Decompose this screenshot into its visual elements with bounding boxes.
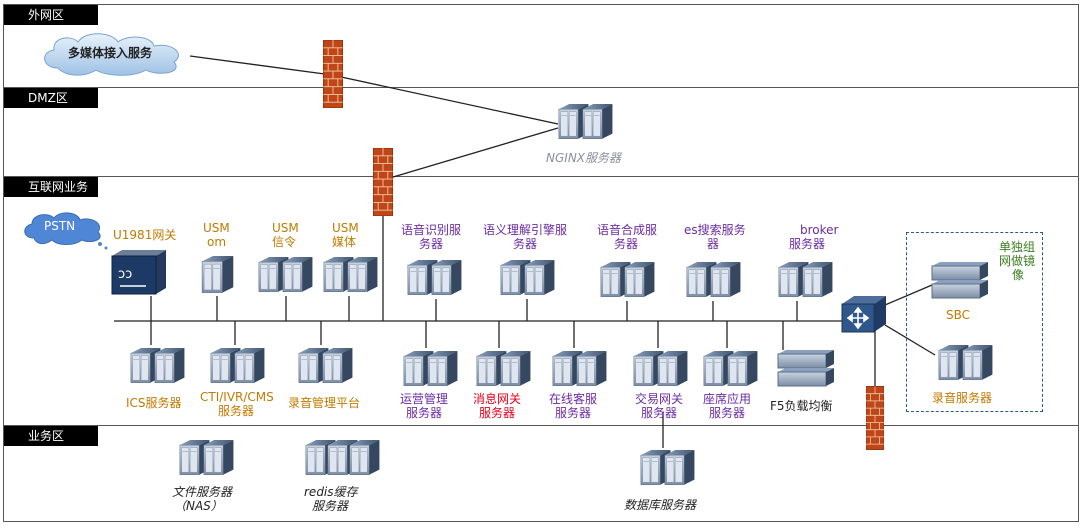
broker-server-icon (778, 261, 833, 298)
ops-mgmt-label-1: 运营管理 (400, 392, 449, 406)
standalone-mirror-label-2: 网做镜 (999, 254, 1036, 268)
core-router-icon (841, 296, 886, 333)
cti-label-1: CTI/IVR/CMS (200, 390, 274, 404)
sbc-label: SBC (946, 308, 971, 322)
es-label-1: es搜索服务 (684, 223, 746, 237)
nginx-label: NGINX服务器 (546, 151, 622, 165)
usm-signal-server-icon (258, 256, 313, 293)
redis-server-icon (305, 439, 380, 476)
recording-server-icon (938, 344, 993, 381)
redis-label-1: redis缓存 (304, 485, 358, 499)
broker-label-2: 服务器 (789, 237, 826, 251)
tts-label-1: 语音合成服 (597, 223, 658, 237)
standalone-mirror-label-3: 像 (1012, 268, 1025, 282)
seat-app-label-2: 服务器 (709, 406, 746, 420)
file-server-icon (179, 439, 234, 476)
rec-mgmt-label: 录音管理平台 (288, 396, 361, 410)
zone-business: 业务区 (3, 425, 1079, 522)
online-cs-label-2: 服务器 (555, 406, 592, 420)
recording-server-label: 录音服务器 (932, 391, 993, 405)
msg-gateway-label-2: 服务器 (479, 406, 516, 420)
trade-gateway-label-1: 交易网关 (635, 392, 684, 406)
pstn-label: PSTN (44, 219, 76, 233)
cloud-icon (24, 212, 108, 250)
multimedia-access-label: 多媒体接入服务 (68, 46, 153, 60)
cti-label-2: 服务器 (218, 404, 255, 418)
usm-media-label-1: USM (332, 221, 359, 235)
ops-mgmt-server-icon (403, 350, 458, 387)
usm-signal-label-1: USM (272, 221, 299, 235)
firewall-icon-business (866, 386, 884, 450)
usm-om-label-1: USM (203, 221, 230, 235)
nlu-server-icon (500, 259, 555, 296)
file-server-label-2: （NAS） (174, 499, 223, 513)
db-server-label: 数据库服务器 (624, 498, 697, 512)
firewall-icon-dmz (373, 148, 393, 216)
usm-om-server-icon (201, 255, 234, 293)
tts-label-2: 务器 (614, 237, 639, 251)
f5-label: F5负载均衡 (770, 399, 833, 413)
redis-label-2: 服务器 (312, 499, 349, 513)
msg-gateway-label-1: 消息网关 (473, 392, 522, 406)
ops-mgmt-label-2: 服务器 (406, 406, 443, 420)
nlu-label-1: 语义理解引擎服 (483, 223, 568, 237)
ics-server-icon (130, 347, 185, 384)
zone-label-external: 外网区 (4, 5, 98, 25)
zone-label-dmz: DMZ区 (4, 88, 98, 108)
db-server-icon (640, 449, 695, 486)
online-cs-label-1: 在线客服 (549, 392, 598, 406)
nlu-label-2: 务器 (513, 237, 538, 251)
mirror-network-box (906, 232, 1043, 412)
tts-server-icon (600, 261, 655, 298)
es-label-2: 器 (707, 237, 720, 251)
trade-gateway-server-icon (633, 350, 688, 387)
file-server-label-1: 文件服务器 (172, 485, 233, 499)
usm-media-server-icon (323, 256, 378, 293)
seat-app-label-1: 座席应用 (703, 392, 752, 406)
asr-label-2: 务器 (419, 237, 444, 251)
asr-label-1: 语音识别服 (401, 223, 462, 237)
es-server-icon (686, 261, 741, 298)
online-cs-server-icon (552, 350, 607, 387)
u1981-gateway-icon: ↄↄ (111, 250, 166, 295)
ics-label: ICS服务器 (126, 396, 182, 410)
u1981-label: U1981网关 (113, 228, 177, 242)
zone-label-internet-business: 互联网业务区 (4, 177, 98, 214)
svg-text:ↄↄ: ↄↄ (118, 267, 132, 282)
cti-server-icon (210, 347, 265, 384)
seat-app-server-icon (703, 350, 758, 387)
f5-load-balancer-icon (777, 350, 834, 387)
zone-label-business: 业务区 (4, 426, 98, 446)
pstn-cloud: PSTN (20, 210, 110, 250)
cloud-icon (44, 33, 179, 76)
broker-label-1: broker (800, 223, 839, 237)
usm-om-label-2: om (207, 235, 227, 249)
rec-mgmt-server-icon (298, 347, 353, 384)
usm-signal-label-2: 信令 (272, 235, 297, 249)
firewall-icon-external (323, 40, 343, 108)
nginx-server-icon (558, 103, 613, 140)
msg-gateway-server-icon (476, 350, 531, 387)
asr-server-icon (407, 259, 462, 296)
usm-media-label-2: 媒体 (332, 235, 357, 249)
trade-gateway-label-2: 服务器 (641, 406, 678, 420)
standalone-mirror-label-1: 单独组 (999, 240, 1036, 254)
sbc-device-icon (931, 262, 988, 299)
multimedia-access-cloud: 多媒体接入服务 (36, 30, 196, 78)
